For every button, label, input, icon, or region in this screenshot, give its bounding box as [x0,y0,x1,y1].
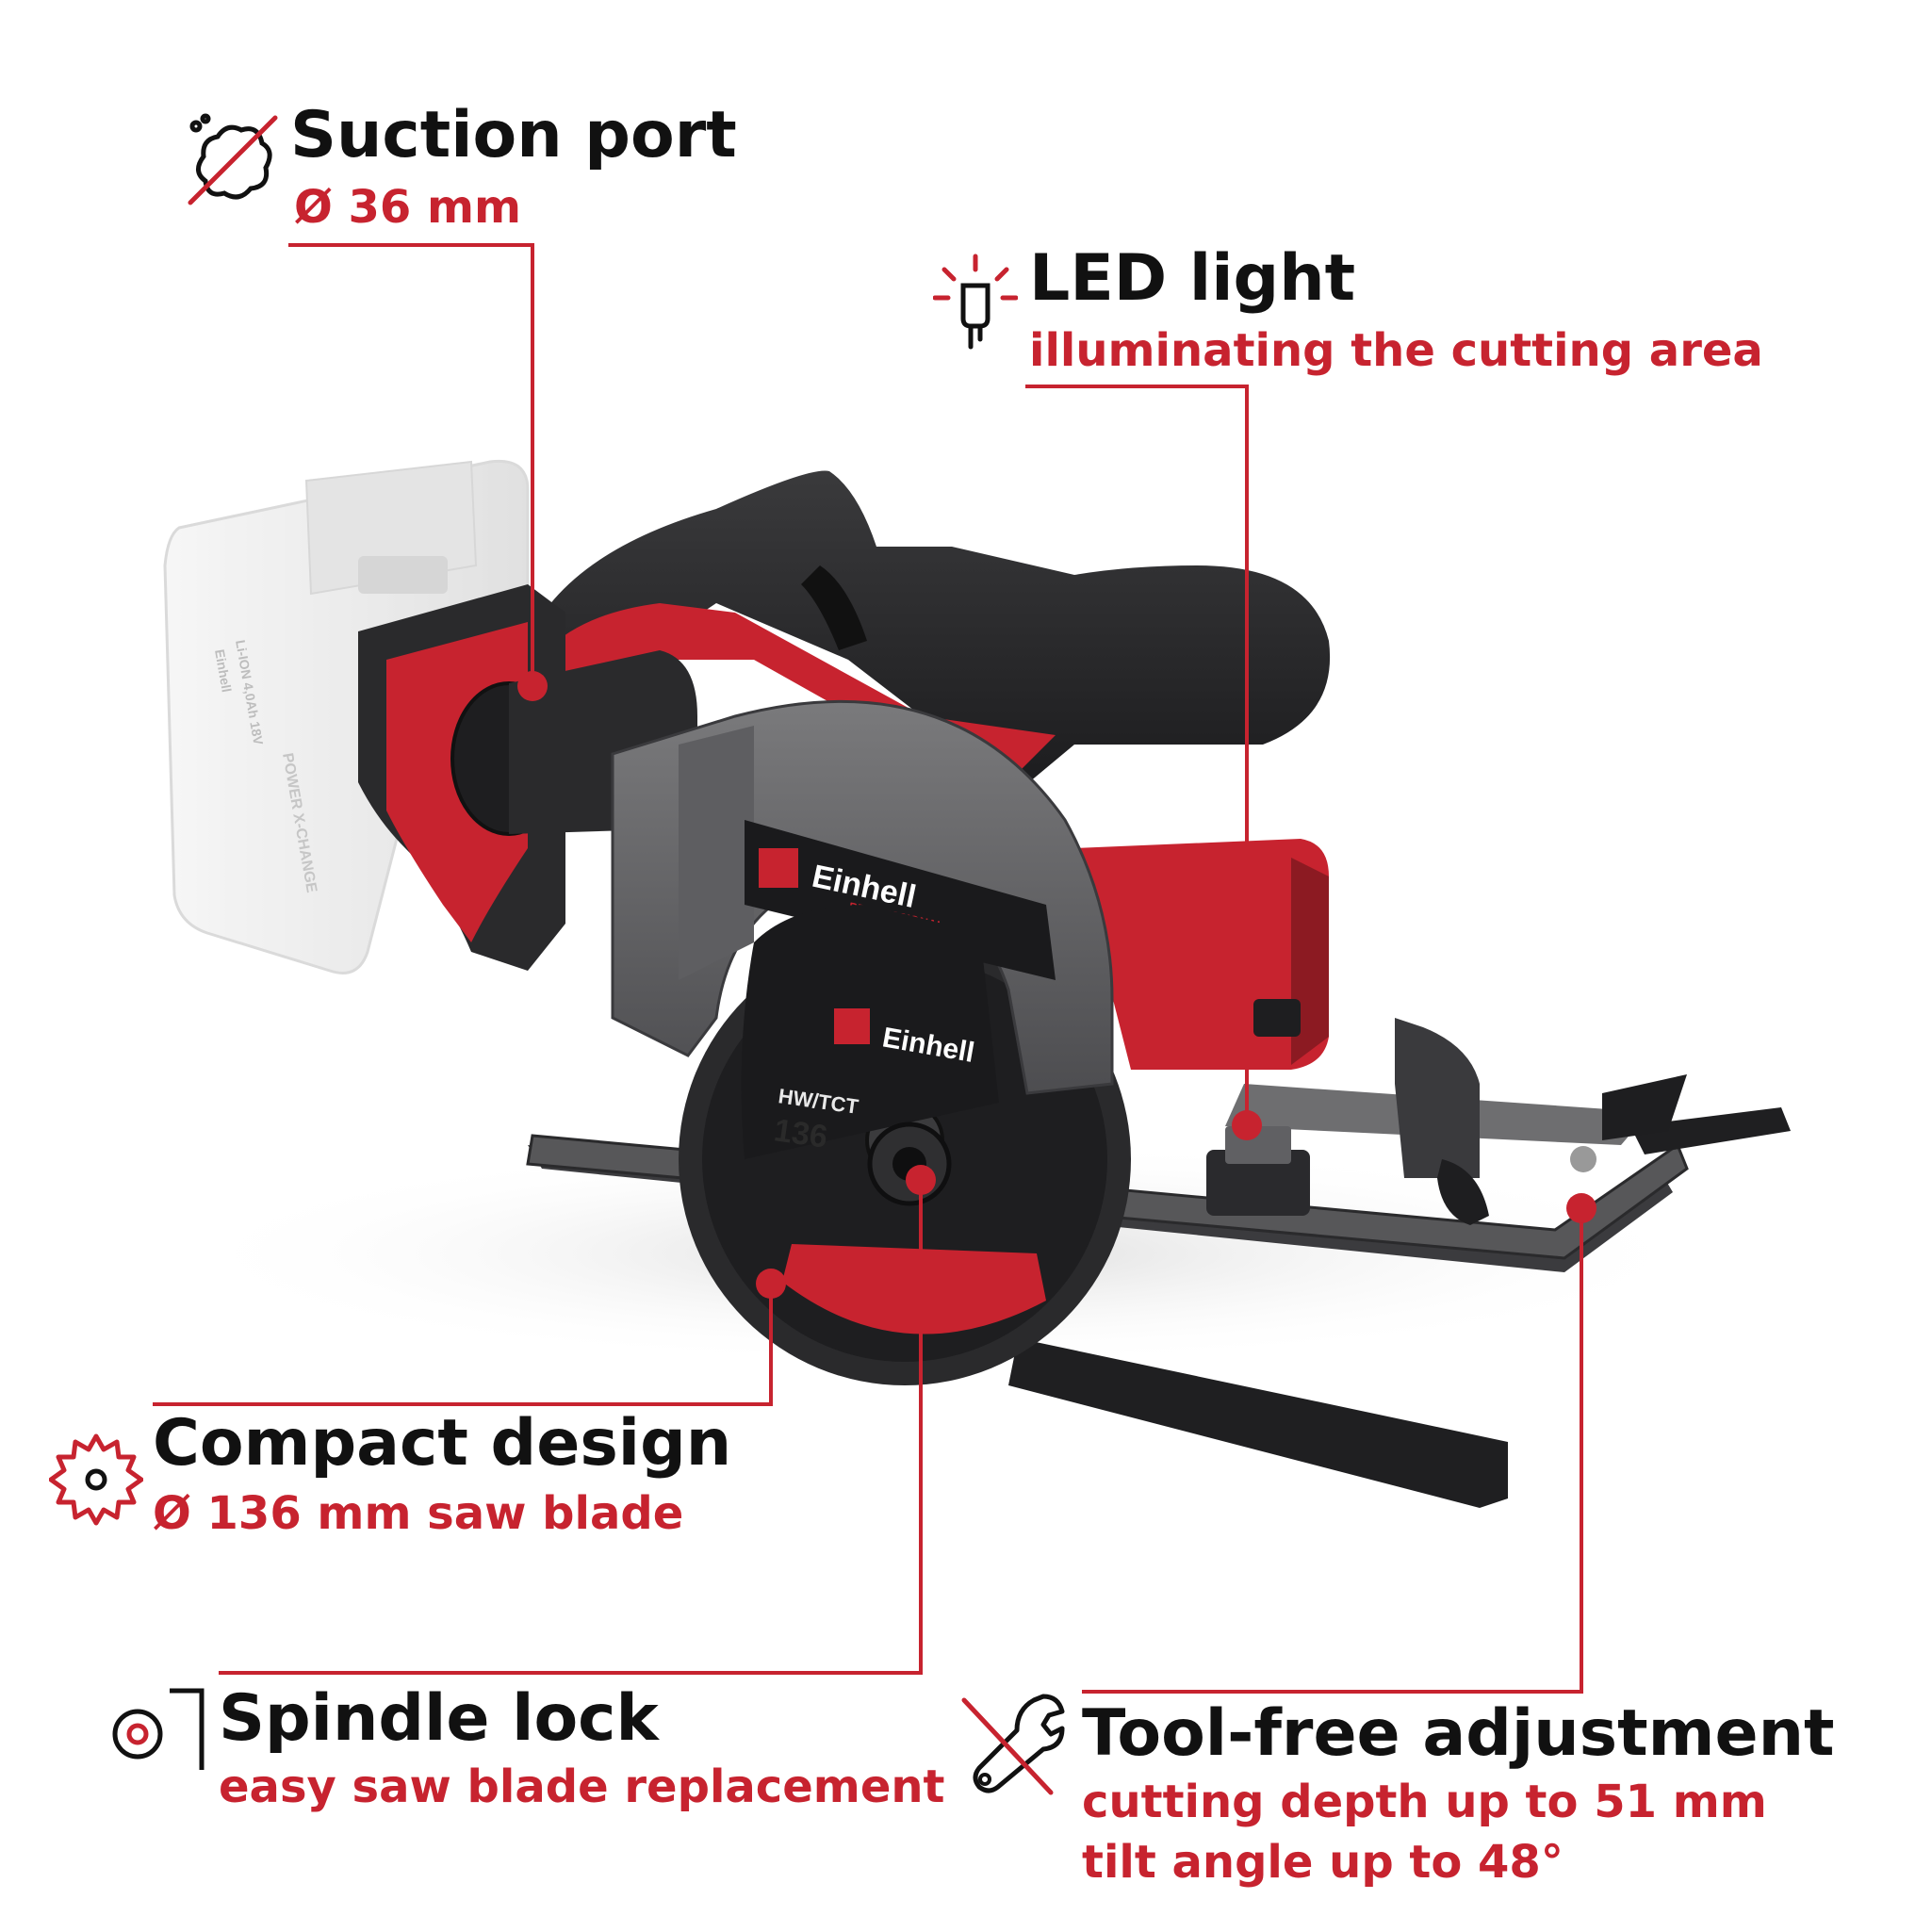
spindle-lock-dot [906,1165,936,1195]
spindle-lock-subtitle: easy saw blade replacement [219,1760,945,1813]
parallel-guide [1008,1107,1791,1508]
dust-extraction-icon [188,113,278,205]
tool-free-subtitle-line-2: tilt angle up to 48° [1082,1836,1564,1889]
battery-mount [358,584,697,971]
led-light-dot [1232,1110,1262,1140]
spindle-lock-icon [112,1688,205,1770]
led-light-callout-line [1025,385,1249,1125]
motor-housing [1074,839,1329,1070]
battery-pack: Li-ION 4,0Ah 18V Einhell POWER X-CHANGE [163,459,530,974]
compact-design-dot [756,1269,786,1299]
saw-blade-icon [49,1433,143,1526]
compact-design-title: Compact design [153,1406,732,1481]
led-light-icon [933,254,1018,350]
compact-design-subtitle: Ø 136 mm saw blade [153,1487,684,1540]
led-light-title: LED light [1029,241,1356,316]
led-light-subtitle: illuminating the cutting area [1029,324,1763,377]
tool-free-callout-line [1082,1208,1583,1694]
tool-free-wrench-icon [961,1694,1065,1795]
suction-port-callout-line [288,243,534,686]
svg-text:Einhell: Einhell [212,648,235,694]
tool-free-title: Tool-free adjustment [1082,1696,1835,1771]
blade-guard: Einhell PROFESSIONAL Einhell HW/TCT 136 [611,699,1114,1159]
callout-lines [153,243,1583,1694]
suction-port-title: Suction port [290,98,737,172]
compact-design-callout-line [153,1284,773,1406]
callout-dots [517,671,1596,1299]
tool-free-dot [1566,1193,1596,1223]
suction-port-dot [517,671,548,701]
blade-spindle [867,1122,952,1206]
blade-size-text: 136 [772,1112,829,1155]
spindle-lock-callout-line [219,1180,923,1675]
tool-free-subtitle-line-1: cutting depth up to 51 mm [1082,1776,1767,1828]
spindle-lock-title: Spindle lock [219,1681,659,1756]
suction-port-subtitle: Ø 36 mm [294,181,522,234]
